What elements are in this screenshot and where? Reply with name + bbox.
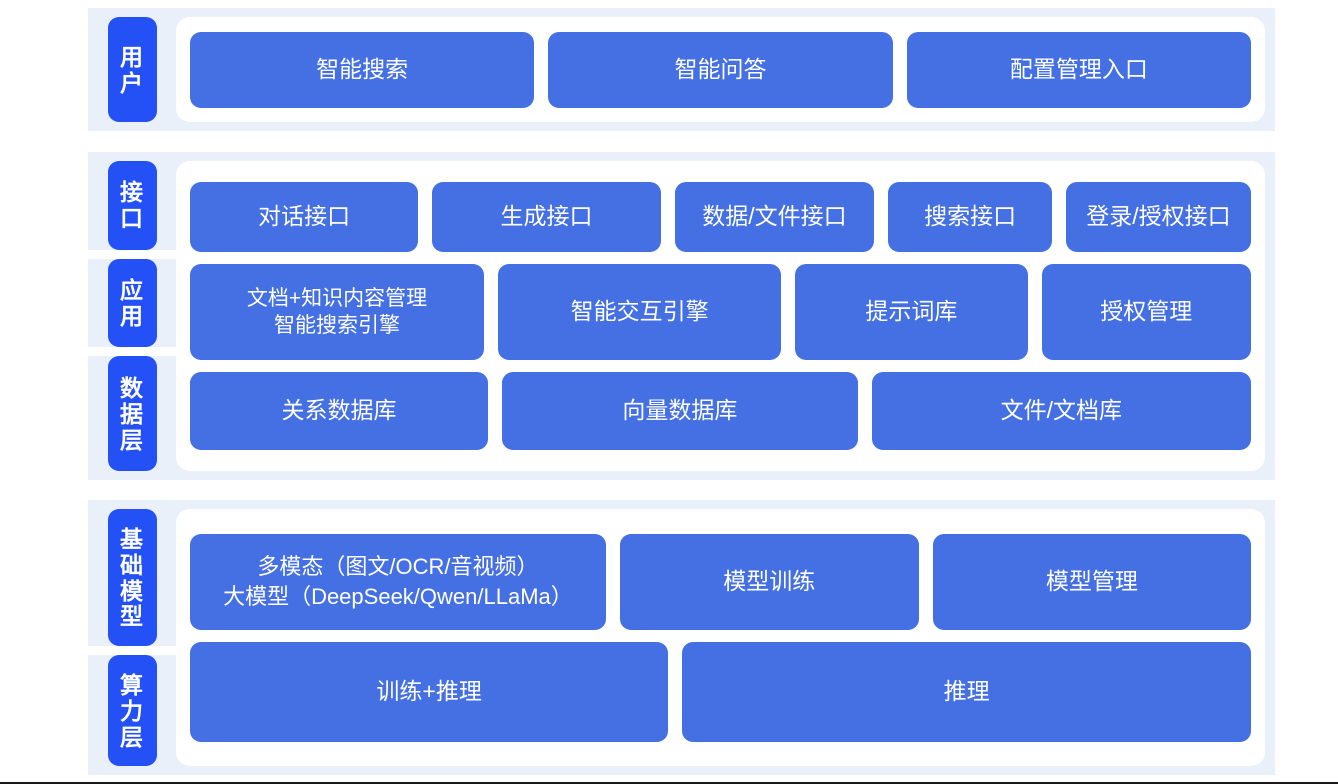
layer-label-application: 应用 — [107, 258, 157, 348]
label-column-user: 用户 — [88, 8, 176, 131]
card-user: 智能搜索 智能问答 配置管理入口 — [176, 17, 1265, 122]
layer-label-user-text: 用户 — [120, 43, 144, 96]
box-dialog-api[interactable]: 对话接口 — [190, 182, 419, 252]
layer-label-compute: 算力层 — [107, 655, 157, 767]
label-divider-1 — [88, 249, 176, 259]
row-application: 文档+知识内容管理 智能搜索引擎 智能交互引擎 提示词库 授权管理 — [190, 264, 1251, 360]
box-file-document-store[interactable]: 文件/文档库 — [871, 372, 1251, 450]
box-training-and-inference[interactable]: 训练+推理 — [190, 641, 669, 742]
label-column-application: 接口 应用 数据层 — [88, 152, 176, 480]
row-user-entries: 智能搜索 智能问答 配置管理入口 — [190, 31, 1251, 108]
label-column-infrastructure: 基础模型 算力层 — [88, 500, 176, 775]
layer-label-interface: 接口 — [107, 161, 157, 250]
card-infrastructure: 多模态（图文/OCR/音视频） 大模型（DeepSeek/Qwen/LLaMa）… — [176, 509, 1265, 766]
card-application: 对话接口 生成接口 数据/文件接口 搜索接口 登录/授权接口 文档+知识内容管理… — [176, 161, 1265, 471]
box-generation-api[interactable]: 生成接口 — [432, 182, 661, 252]
section-user: 用户 智能搜索 智能问答 配置管理入口 — [88, 8, 1275, 131]
box-model-management[interactable]: 模型管理 — [932, 533, 1251, 630]
box-data-file-api[interactable]: 数据/文件接口 — [674, 182, 875, 252]
layer-label-data-text: 数据层 — [120, 374, 144, 453]
box-smart-qa[interactable]: 智能问答 — [548, 31, 893, 108]
label-divider-2 — [88, 347, 176, 357]
box-inference[interactable]: 推理 — [682, 641, 1251, 742]
box-vector-database[interactable]: 向量数据库 — [502, 372, 858, 450]
section-application: 接口 应用 数据层 对话接口 生成接口 数据/文件接口 搜索接口 登录/授权接口… — [88, 152, 1275, 480]
box-multimodal-large-model[interactable]: 多模态（图文/OCR/音视频） 大模型（DeepSeek/Qwen/LLaMa） — [190, 533, 606, 630]
layer-label-interface-text: 接口 — [120, 179, 144, 232]
box-smart-search[interactable]: 智能搜索 — [190, 31, 535, 108]
layer-label-data: 数据层 — [107, 356, 157, 471]
row-data-layer: 关系数据库 向量数据库 文件/文档库 — [190, 372, 1251, 450]
box-login-auth-api[interactable]: 登录/授权接口 — [1065, 182, 1251, 252]
box-search-api[interactable]: 搜索接口 — [888, 182, 1052, 252]
box-smart-interaction-engine[interactable]: 智能交互引擎 — [498, 264, 782, 360]
box-config-management-entry[interactable]: 配置管理入口 — [906, 31, 1251, 108]
box-relational-database[interactable]: 关系数据库 — [190, 372, 489, 450]
box-document-knowledge-management[interactable]: 文档+知识内容管理 智能搜索引擎 — [190, 264, 485, 360]
layer-label-user: 用户 — [107, 17, 157, 122]
bottom-rule — [0, 782, 1338, 784]
box-model-training[interactable]: 模型训练 — [619, 533, 919, 630]
row-interface: 对话接口 生成接口 数据/文件接口 搜索接口 登录/授权接口 — [190, 182, 1251, 252]
row-foundation-model: 多模态（图文/OCR/音视频） 大模型（DeepSeek/Qwen/LLaMa）… — [190, 533, 1251, 630]
row-compute-layer: 训练+推理 推理 — [190, 641, 1251, 742]
layer-label-foundation-model: 基础模型 — [107, 509, 157, 646]
layer-label-foundation-model-text: 基础模型 — [120, 525, 144, 630]
layer-label-application-text: 应用 — [120, 277, 144, 329]
section-infrastructure: 基础模型 算力层 多模态（图文/OCR/音视频） 大模型（DeepSeek/Qw… — [88, 500, 1275, 775]
box-authorization-management[interactable]: 授权管理 — [1041, 264, 1251, 360]
label-divider-3 — [88, 646, 176, 655]
layer-label-compute-text: 算力层 — [120, 671, 144, 750]
box-prompt-library[interactable]: 提示词库 — [795, 264, 1028, 360]
